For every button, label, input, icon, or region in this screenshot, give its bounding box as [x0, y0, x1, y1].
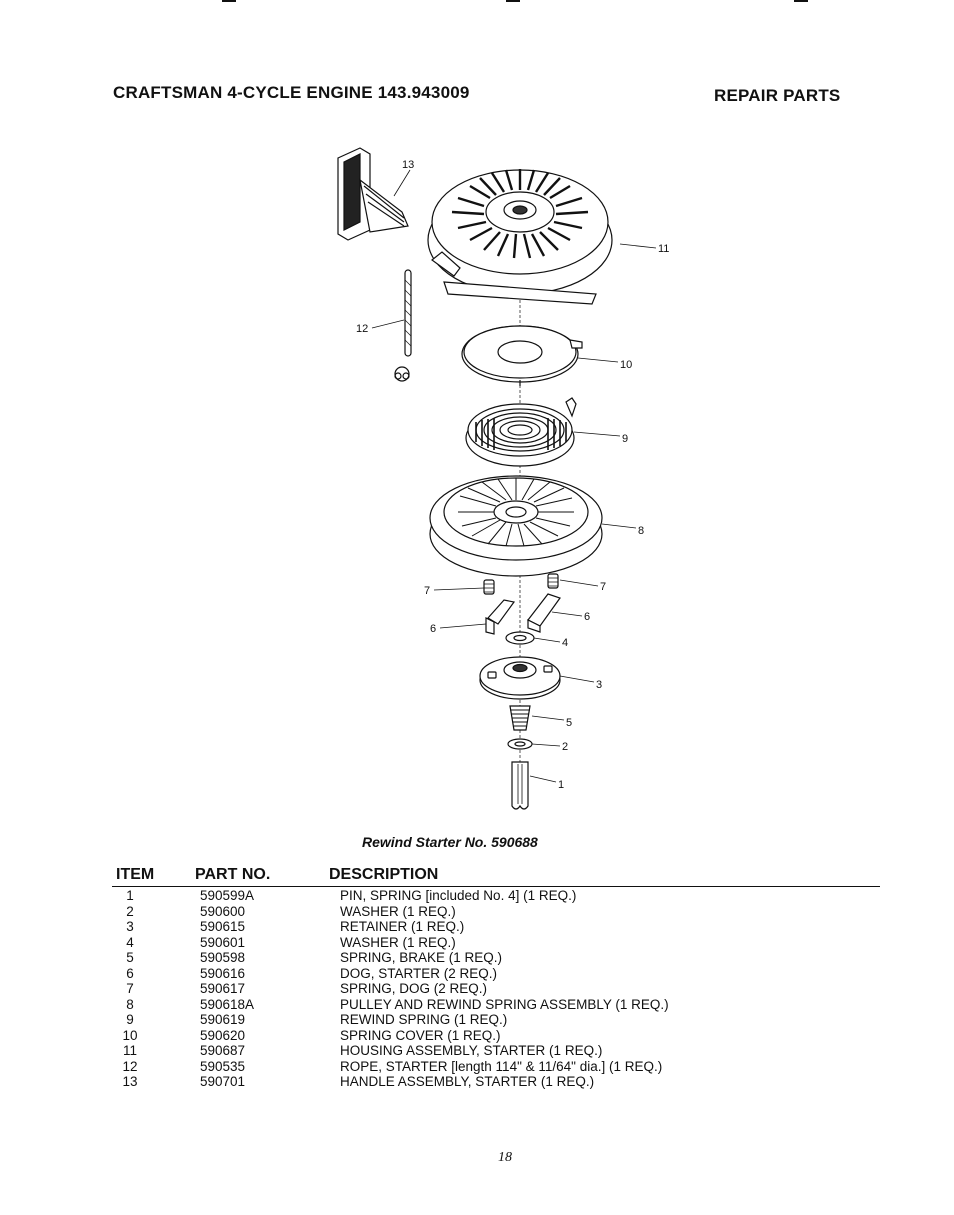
cell-part-no: 590601 — [200, 934, 246, 950]
cell-part-no: 590701 — [200, 1074, 246, 1089]
starter-rope — [394, 269, 412, 382]
registration-mark — [222, 0, 236, 2]
cell-description: RETAINER (1 REQ.) — [340, 919, 465, 934]
cell-item: 6 — [126, 965, 134, 981]
washer-upper — [505, 631, 535, 645]
cell-part-no: 590599A — [200, 888, 255, 903]
page-number: 18 — [498, 1150, 512, 1165]
column-header-part-no: PART NO. — [195, 866, 271, 883]
callout-label: 12 — [356, 323, 368, 335]
cell-item: 9 — [126, 1012, 134, 1027]
cell-description: ROPE, STARTER [length 114" & 11/64" dia.… — [340, 1058, 663, 1074]
cell-item: 3 — [126, 919, 134, 934]
spring-pin — [511, 761, 529, 810]
cell-item: 12 — [122, 1058, 138, 1074]
cell-description: PULLEY AND REWIND SPRING ASSEMBLY (1 REQ… — [340, 996, 669, 1012]
cell-description: HOUSING ASSEMBLY, STARTER (1 REQ.) — [340, 1043, 603, 1058]
callout-label: 7 — [424, 585, 430, 597]
cell-item: 2 — [126, 903, 134, 919]
cell-description: HANDLE ASSEMBLY, STARTER (1 REQ.) — [340, 1074, 595, 1089]
callout-label: 10 — [620, 359, 632, 371]
table-row: 11 590687 HOUSING ASSEMBLY, STARTER (1 REQ… — [112, 1043, 880, 1059]
page-title: CRAFTSMAN 4-CYCLE ENGINE 143.943009 — [113, 83, 470, 102]
callout-label: 2 — [562, 741, 568, 753]
cell-item: 1 — [126, 888, 134, 903]
cell-part-no: 590687 — [200, 1043, 246, 1058]
cell-description: SPRING, BRAKE (1 REQ.) — [340, 950, 503, 965]
rewind-spring — [465, 397, 577, 467]
cell-description: PIN, SPRING [included No. 4] (1 REQ.) — [340, 888, 577, 903]
washer-lower — [507, 738, 533, 750]
callout-label: 5 — [566, 717, 572, 729]
cell-item: 4 — [126, 934, 134, 950]
callout-label: 7 — [600, 581, 606, 593]
cell-item: 11 — [122, 1043, 137, 1058]
callout-label: 13 — [402, 159, 414, 171]
table-row: 6 590616 DOG, STARTER (2 REQ.) — [112, 966, 880, 982]
table-row: 5 590598 SPRING, BRAKE (1 REQ.) — [112, 950, 880, 966]
cell-description: WASHER (1 REQ.) — [340, 903, 456, 919]
pulley-assembly — [429, 475, 603, 577]
callout-label: 6 — [430, 623, 436, 635]
cell-item: 13 — [122, 1074, 138, 1089]
retainer — [479, 656, 561, 700]
starter-handle — [337, 147, 409, 241]
cell-description: DOG, STARTER (2 REQ.) — [340, 965, 498, 981]
callout-label: 1 — [558, 779, 564, 791]
table-row: 2 590600 WASHER (1 REQ.) — [112, 904, 880, 920]
table-row: 9 590619 REWIND SPRING (1 REQ.) — [112, 1012, 880, 1028]
starter-dog-right — [527, 593, 561, 633]
callout-label: 11 — [658, 243, 669, 255]
cell-part-no: 590615 — [200, 919, 246, 934]
callout-label: 9 — [622, 433, 628, 445]
starter-housing — [427, 169, 613, 305]
callout-label: 4 — [562, 637, 568, 649]
cell-part-no: 590619 — [200, 1012, 246, 1027]
registration-mark — [506, 0, 520, 2]
starter-dog-left — [485, 599, 516, 635]
dog-spring-right — [547, 573, 559, 589]
cell-part-no: 590616 — [200, 965, 246, 981]
table-row: 4 590601 WASHER (1 REQ.) — [112, 935, 880, 951]
callout-label: 8 — [638, 525, 644, 537]
spring-cover — [461, 325, 583, 386]
table-row: 13 590701 HANDLE ASSEMBLY, STARTER (1 REQ.… — [112, 1074, 880, 1090]
cell-part-no: 590617 — [200, 981, 246, 996]
cell-item: 7 — [126, 981, 134, 996]
table-row: 3 590615 RETAINER (1 REQ.) — [112, 919, 880, 935]
column-header-item: ITEM — [116, 866, 155, 883]
cell-part-no: 590618A — [200, 996, 255, 1012]
exploded-parts-diagram: 13 11 12 — [337, 147, 669, 810]
diagram-caption: Rewind Starter No. 590688 — [362, 834, 538, 850]
cell-part-no: 590598 — [200, 950, 246, 965]
section-title: REPAIR PARTS — [714, 86, 841, 105]
cell-item: 10 — [122, 1027, 138, 1043]
cell-description: SPRING, DOG (2 REQ.) — [340, 981, 488, 996]
cell-part-no: 590600 — [200, 903, 246, 919]
dog-spring-left — [483, 579, 495, 595]
parts-table-header: ITEM PART NO. DESCRIPTION — [112, 866, 880, 887]
callout-label: 3 — [596, 679, 602, 691]
table-row: 8 590618A PULLEY AND REWIND SPRING ASSEMBL… — [112, 997, 880, 1013]
cell-description: WASHER (1 REQ.) — [340, 934, 456, 950]
cell-item: 8 — [126, 996, 134, 1012]
column-header-description: DESCRIPTION — [329, 866, 439, 883]
callout-label: 6 — [584, 611, 590, 623]
cell-part-no: 590620 — [200, 1027, 246, 1043]
cell-part-no: 590535 — [200, 1058, 246, 1074]
table-row: 7 590617 SPRING, DOG (2 REQ.) — [112, 981, 880, 997]
cell-description: REWIND SPRING (1 REQ.) — [340, 1012, 508, 1027]
parts-table-body: 1 590599A PIN, SPRING [included No. 4] (1 … — [112, 888, 880, 1090]
table-row: 10 590620 SPRING COVER (1 REQ.) — [112, 1028, 880, 1044]
cell-description: SPRING COVER (1 REQ.) — [340, 1027, 501, 1043]
cell-item: 5 — [126, 950, 134, 965]
brake-spring — [509, 705, 531, 731]
table-row: 1 590599A PIN, SPRING [included No. 4] (1 … — [112, 888, 880, 904]
registration-mark — [794, 0, 808, 2]
table-row: 12 590535 ROPE, STARTER [length 114" & 11/… — [112, 1059, 880, 1075]
